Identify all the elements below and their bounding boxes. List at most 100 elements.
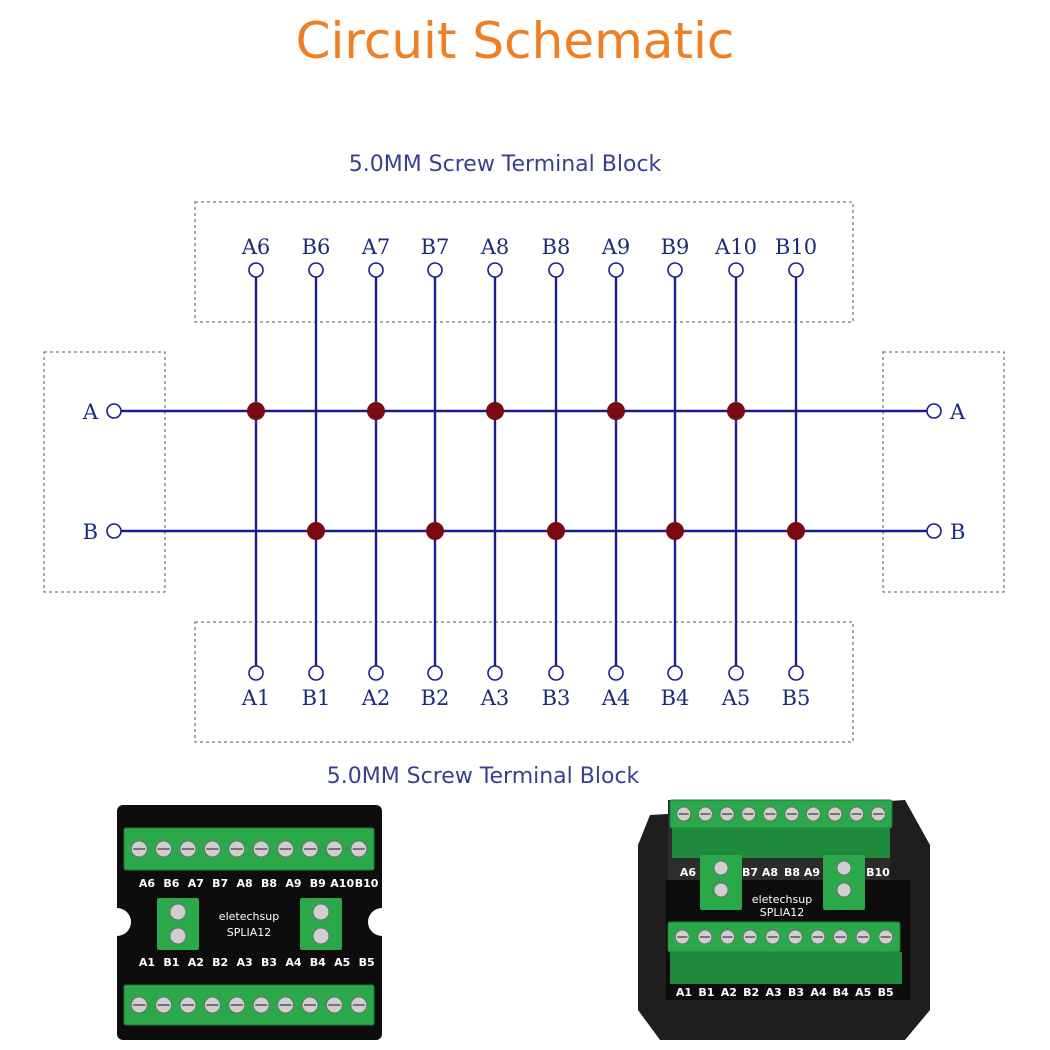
junction-dot	[607, 402, 625, 420]
top-pin-label: B8	[542, 235, 571, 259]
bottom-pin-label: A3	[480, 686, 510, 710]
bottom-pin-label: B5	[782, 686, 811, 710]
pcb-silk-label: A5	[855, 986, 871, 999]
bottom-pin-terminal	[608, 665, 624, 681]
pcb-silk-label: A5	[334, 956, 350, 969]
top-pin-terminal	[427, 262, 443, 278]
pcb-silk-label: A2	[188, 956, 204, 969]
right-terminal-block-box	[882, 351, 1005, 593]
bottom-pin-terminal	[248, 665, 264, 681]
pcb-silk-label: A3	[237, 956, 253, 969]
pcb-silk-label: B5	[359, 956, 375, 969]
top-pin-terminal	[728, 262, 744, 278]
bottom-pin-label: B4	[661, 686, 690, 710]
top-pin-label: A9	[601, 235, 631, 259]
bottom-pin-terminal	[788, 665, 804, 681]
screw-terminal-strip	[123, 984, 375, 1026]
bottom-pin-label: B1	[302, 686, 331, 710]
pcb-silk-label: B4	[310, 956, 326, 969]
junction-dot	[547, 522, 565, 540]
pcb-silk-label: B9	[310, 877, 326, 890]
pcb-silk-label: A1	[139, 956, 155, 969]
pcb-silk-label: B1	[698, 986, 714, 999]
pcb-silk-label: A4	[810, 986, 827, 999]
top-pin-label: A6	[241, 235, 271, 259]
bottom-pin-terminal	[548, 665, 564, 681]
junction-dot	[367, 402, 385, 420]
pcb-silk-label: A9	[285, 877, 301, 890]
bottom-pin-terminal	[728, 665, 744, 681]
bottom-pin-label: A2	[361, 686, 391, 710]
top-pin-terminal	[368, 262, 384, 278]
screw-terminal-strip	[123, 827, 375, 871]
pcb-silk-label: B6	[163, 877, 179, 890]
pcb-silk-label: B2	[743, 986, 759, 999]
pcb-silk-label: A7	[188, 877, 204, 890]
pcb-silk-label: B10	[866, 866, 890, 879]
pcb-model-label: SPLIA12	[227, 926, 272, 939]
top-pin-label: B6	[302, 235, 331, 259]
pcb-silk-label: B7	[212, 877, 228, 890]
top-terminal-block-box	[194, 201, 854, 323]
screw-icon	[836, 860, 852, 876]
pcb-silk-label: B1	[163, 956, 179, 969]
screw-icon	[836, 882, 852, 898]
pcb-silk-label: A6	[139, 877, 156, 890]
top-pin-terminal	[608, 262, 624, 278]
screw-icon	[169, 927, 187, 945]
pcb-silk-label: A9	[804, 866, 820, 879]
screw-icon	[169, 903, 187, 921]
pcb-silk-label: A3	[766, 986, 782, 999]
top-pin-terminal	[308, 262, 324, 278]
top-pin-label: A10	[714, 235, 757, 259]
pcb-silk-label: B8	[784, 866, 800, 879]
left-bus-label: A	[82, 400, 99, 424]
screw-icon	[312, 903, 330, 921]
bottom-pin-label: B3	[542, 686, 571, 710]
bottom-pin-label: A1	[241, 686, 271, 710]
pcb-silk-label: A8	[762, 866, 778, 879]
pcb-silk-label: B2	[212, 956, 228, 969]
pcb-silk-label: B4	[833, 986, 849, 999]
bottom-pin-label: B2	[421, 686, 450, 710]
top-pin-label: B10	[775, 235, 817, 259]
junction-dot	[666, 522, 684, 540]
top-pin-terminal	[248, 262, 264, 278]
terminal-strip-side	[670, 952, 902, 984]
bottom-pin-terminal	[308, 665, 324, 681]
left-bus-label: B	[83, 520, 98, 544]
junction-dot	[727, 402, 745, 420]
bottom-terminal-block-box	[194, 621, 854, 743]
junction-dot	[486, 402, 504, 420]
right-bus-terminal	[926, 523, 942, 539]
top-pin-label: B9	[661, 235, 690, 259]
pcb-silk-label: B10	[355, 877, 379, 890]
page-title: Circuit Schematic	[296, 12, 735, 70]
bottom-pin-label: A5	[721, 686, 751, 710]
bottom-pin-terminal	[368, 665, 384, 681]
left-terminal-block-box	[43, 351, 166, 593]
top-pin-label: B7	[421, 235, 450, 259]
junction-dot	[426, 522, 444, 540]
top-pin-terminal	[667, 262, 683, 278]
pcb-silk-label: B7	[742, 866, 758, 879]
junction-dot	[247, 402, 265, 420]
screw-terminal-strip	[157, 898, 199, 950]
pcb-silk-label: B8	[261, 877, 277, 890]
screw-icon	[713, 860, 729, 876]
mounting-hole-notch	[103, 908, 131, 936]
top-pin-label: A7	[361, 235, 391, 259]
screw-icon	[312, 927, 330, 945]
pcb-silk-label: A6	[680, 866, 697, 879]
pcb-silk-label: A2	[721, 986, 737, 999]
pcb-silk-label: A1	[676, 986, 692, 999]
terminal-strip-side	[672, 828, 890, 858]
pcb-silk-label: B3	[788, 986, 804, 999]
mounting-hole-notch	[368, 908, 396, 936]
top-pin-label: A8	[480, 235, 510, 259]
bottom-pin-label: A4	[601, 686, 631, 710]
pcb-brand-label: eletechsup	[752, 893, 812, 906]
